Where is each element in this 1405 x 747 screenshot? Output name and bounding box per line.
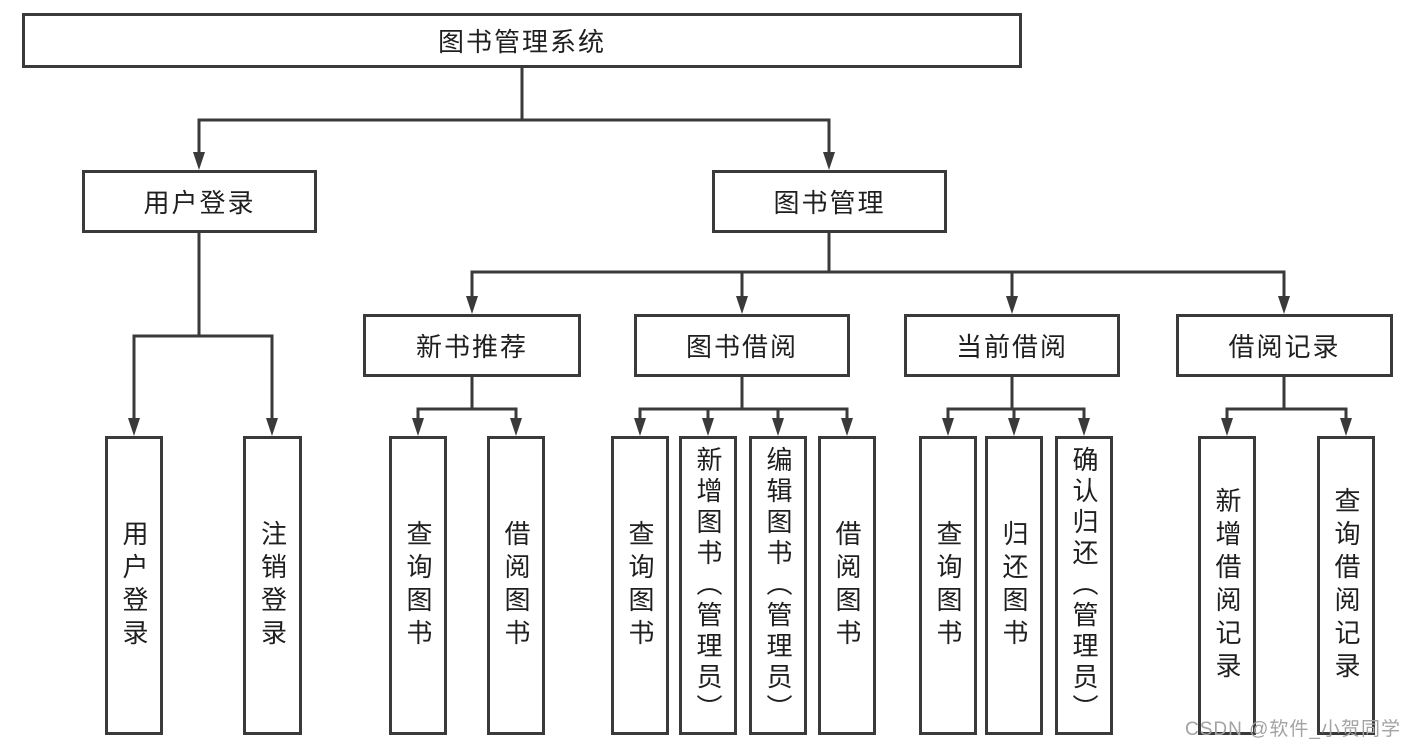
node-user-login: 用户登录 bbox=[82, 170, 317, 233]
leaf-add-book-admin: 新增图书（管理员） bbox=[679, 436, 737, 735]
connector-book-management-to-level3 bbox=[466, 231, 1290, 314]
node-book-borrow: 图书借阅 bbox=[634, 314, 850, 377]
node-root-system: 图书管理系统 bbox=[22, 13, 1022, 68]
leaf-logout: 注销登录 bbox=[243, 436, 302, 735]
leaf-borrow-book: 借阅图书 bbox=[818, 436, 876, 735]
leaf-borrow-book-recommend: 借阅图书 bbox=[487, 436, 545, 735]
leaf-query-book-borrow: 查询图书 bbox=[611, 436, 669, 735]
node-new-book-recommend: 新书推荐 bbox=[363, 314, 581, 377]
connector-root-to-level2 bbox=[193, 66, 835, 170]
node-book-management: 图书管理 bbox=[712, 170, 947, 233]
node-current-borrow: 当前借阅 bbox=[904, 314, 1120, 377]
csdn-watermark: CSDN @软件_小贺同学 bbox=[1185, 719, 1401, 740]
leaf-query-book-current: 查询图书 bbox=[919, 436, 977, 735]
connector-new-book-to-leaves bbox=[412, 375, 522, 436]
leaf-query-book-recommend: 查询图书 bbox=[389, 436, 447, 735]
leaf-confirm-return-admin: 确认归还（管理员） bbox=[1055, 436, 1113, 735]
leaf-return-book: 归还图书 bbox=[985, 436, 1043, 735]
connector-borrow-record-to-leaves bbox=[1221, 375, 1352, 436]
connector-current-borrow-to-leaves bbox=[942, 375, 1090, 436]
connector-user-login-to-leaves bbox=[128, 231, 278, 436]
leaf-user-login: 用户登录 bbox=[105, 436, 163, 735]
leaf-query-borrow-record: 查询借阅记录 bbox=[1317, 436, 1375, 735]
leaf-edit-book-admin: 编辑图书（管理员） bbox=[749, 436, 807, 735]
leaf-add-borrow-record: 新增借阅记录 bbox=[1198, 436, 1256, 735]
node-borrow-record: 借阅记录 bbox=[1176, 314, 1393, 377]
connector-book-borrow-to-leaves bbox=[634, 375, 853, 436]
